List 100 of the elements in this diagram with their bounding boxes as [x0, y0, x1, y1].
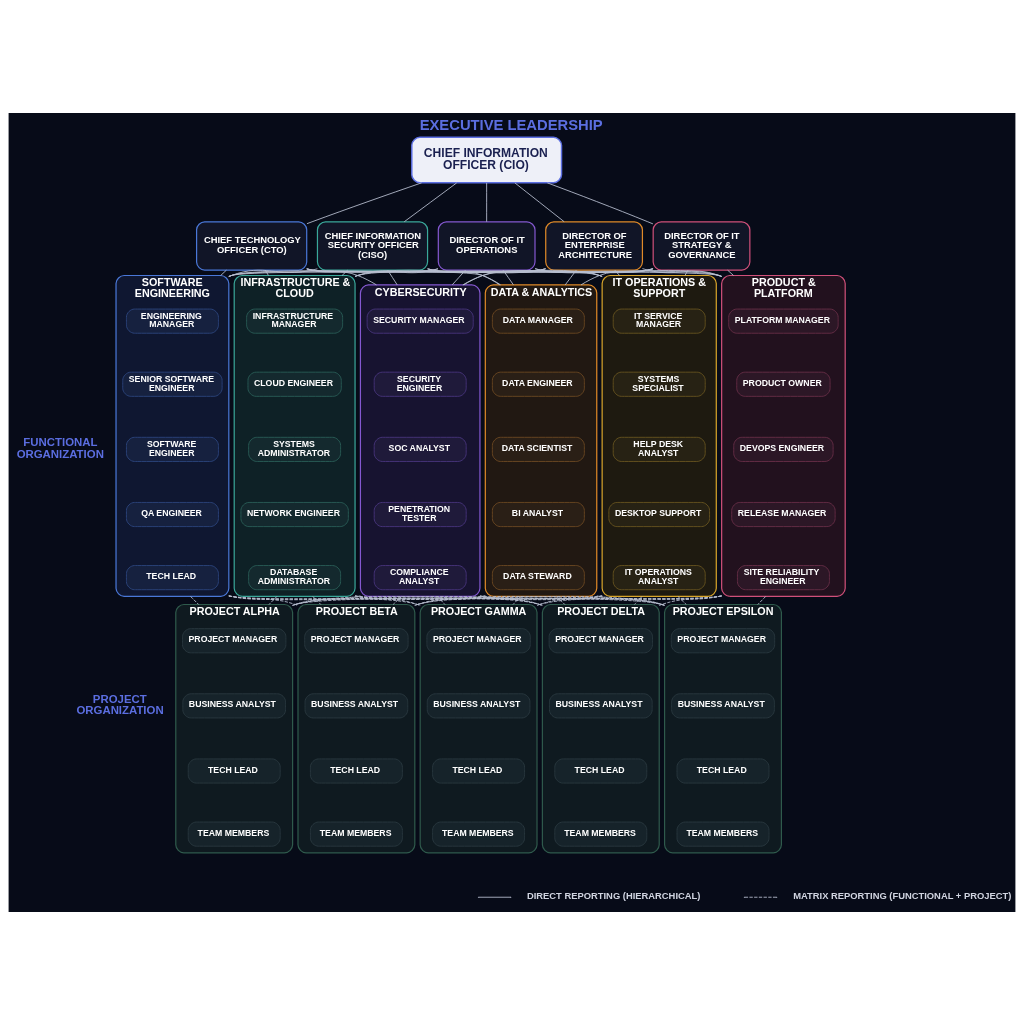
connector [427, 268, 723, 277]
node-box: TEAM MEMBERS [187, 821, 281, 847]
connector [634, 595, 643, 605]
node-box: PROJECT MANAGER [304, 627, 409, 653]
node-box: TECH LEAD [676, 757, 770, 784]
connector [580, 267, 654, 285]
connector [306, 181, 423, 224]
connector [463, 267, 547, 285]
connector [436, 595, 446, 605]
connector [414, 595, 603, 606]
connector [392, 595, 402, 605]
connector [462, 267, 654, 285]
node-box: HELP DESK ANALYST [612, 436, 706, 462]
node-box: BUSINESS ANALYST [182, 692, 286, 718]
connector [596, 594, 665, 606]
node-box: ENGINEERING MANAGER [126, 308, 219, 334]
node-box: TEAM MEMBERS [432, 821, 526, 847]
node-box: BUSINESS ANALYST [549, 692, 653, 718]
connector [268, 595, 278, 605]
node-box: TEAM MEMBERS [554, 821, 648, 847]
node-box: CLOUD ENGINEER [247, 371, 342, 397]
node-box: TECH LEAD [126, 564, 219, 590]
legend-label: DIRECT REPORTING (HIERARCHICAL) [526, 889, 701, 901]
connector [292, 595, 603, 606]
node-box: PROJECT MANAGER [182, 627, 287, 653]
connector [220, 269, 227, 276]
node-box: NETWORK ENGINEER [240, 501, 349, 527]
node-box: CHIEF INFORMATION SECURITY OFFICER (CISO) [316, 220, 429, 271]
connector [354, 595, 665, 606]
connector [546, 181, 654, 224]
connector [512, 595, 522, 605]
connector [536, 595, 723, 606]
node-box: BUSINESS ANALYST [671, 692, 775, 718]
connector [292, 594, 486, 606]
node-box: SYSTEMS ADMINISTRATOR [248, 436, 342, 462]
node-box: SYSTEMS SPECIALIST [612, 371, 706, 397]
connector [486, 181, 488, 222]
node-box: PROJECT MANAGER [426, 627, 531, 653]
connector [564, 269, 577, 285]
connector [677, 595, 687, 605]
node-box: QA ENGINEER [126, 501, 219, 527]
node-box: PRODUCT OWNER [736, 371, 831, 397]
node-box: DEVOPS ENGINEER [733, 436, 834, 462]
connector [684, 269, 689, 276]
node-box: DATA MANAGER [491, 308, 585, 334]
node-box: BUSINESS ANALYST [426, 692, 531, 718]
node-box: CHIEF TECHNOLOGY OFFICER (CTO) [196, 220, 308, 271]
node-box: SOFTWARE ENGINEER [126, 436, 219, 462]
node-box: TEAM MEMBERS [676, 821, 770, 847]
node-box: PROJECT MANAGER [548, 627, 653, 653]
node-box: TECH LEAD [309, 757, 403, 784]
node-box: DESKTOP SUPPORT [608, 501, 710, 527]
connector [658, 594, 723, 606]
connector [312, 595, 322, 605]
connector [190, 595, 200, 605]
node-box: IT OPERATIONS ANALYST [612, 564, 706, 590]
node-box: TECH LEAD [187, 757, 281, 784]
label: FUNCTIONAL ORGANIZATION [16, 435, 104, 460]
node-box: PLATFORM MANAGER [728, 308, 839, 334]
node-box: DIRECTOR OF IT OPERATIONS [437, 220, 536, 271]
node-box: DATA STEWARD [491, 564, 585, 590]
label: PROJECT ORGANIZATION [76, 692, 164, 716]
connector [614, 269, 620, 276]
connector [534, 267, 723, 277]
connector [354, 594, 421, 606]
node-box: BUSINESS ANALYST [304, 692, 409, 718]
node-box: DIRECTOR OF ENTERPRISE ARCHITECTURE [545, 220, 644, 271]
node-box: SECURITY ENGINEER [373, 371, 467, 397]
node-box: IT SERVICE MANAGER [612, 308, 706, 334]
connector [292, 595, 723, 606]
node-box: SOC ANALYST [373, 436, 467, 462]
node-box: BI ANALYST [491, 501, 585, 527]
node-box: COMPLIANCE ANALYST [373, 564, 467, 590]
node-box: SENIOR SOFTWARE ENGINEER [122, 371, 223, 397]
connector [502, 269, 514, 285]
diagram-title: EXECUTIVE LEADERSHIP [419, 116, 603, 133]
node-box: INFRASTRUCTURE MANAGER [246, 308, 344, 334]
node-box: PENETRATION TESTER [373, 501, 467, 527]
node-box: DATABASE ADMINISTRATOR [248, 564, 342, 590]
connector [479, 595, 665, 606]
connector [514, 181, 565, 222]
node-box: DATA ENGINEER [491, 371, 585, 397]
node-box: TECH LEAD [554, 757, 648, 784]
node-box: CHIEF INFORMATION OFFICER (CIO) [411, 135, 563, 184]
node-box: DATA SCIENTIST [491, 436, 585, 462]
node-box: PROJECT MANAGER [670, 627, 776, 653]
connector [354, 595, 543, 606]
connector [451, 269, 466, 285]
connector [727, 269, 734, 276]
node-box: TECH LEAD [432, 757, 526, 784]
node-box: SECURITY MANAGER [366, 308, 474, 334]
connector [403, 181, 458, 222]
connector [642, 267, 723, 277]
node-box: SITE RELIABILITY ENGINEER [737, 564, 830, 590]
connector [414, 595, 723, 606]
node-box: TEAM MEMBERS [309, 821, 403, 847]
node-box: DIRECTOR OF IT STRATEGY & GOVERNANCE [652, 220, 751, 271]
connector [228, 595, 665, 606]
connector [414, 594, 486, 606]
connector [757, 595, 767, 605]
